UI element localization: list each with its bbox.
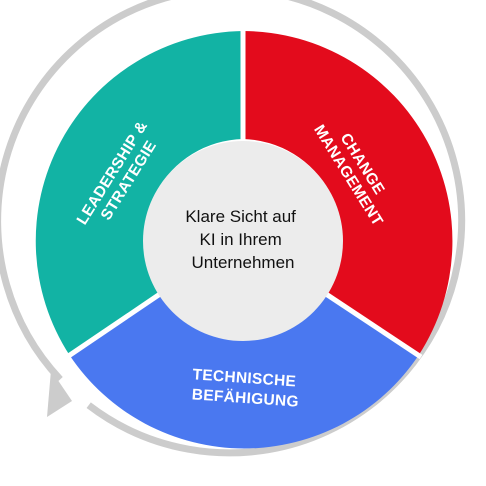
cycle-arrowhead xyxy=(47,370,72,417)
segment-leadership xyxy=(35,31,243,356)
segment-technische xyxy=(69,294,419,449)
circular-arrow-icon xyxy=(0,0,466,457)
center-line-3: Unternehmen xyxy=(191,253,294,272)
center-line-2: KI in Ihrem xyxy=(200,230,282,249)
cycle-arrow-ring xyxy=(0,0,466,457)
center-text: Klare Sicht auf KI in Ihrem Unternehmen xyxy=(185,207,300,272)
divider-left xyxy=(65,291,162,360)
center-line-1: Klare Sicht auf xyxy=(185,207,296,226)
segment-dividers xyxy=(65,28,423,360)
divider-right xyxy=(324,291,423,360)
segment-change xyxy=(243,31,453,356)
center-circle xyxy=(143,141,343,341)
